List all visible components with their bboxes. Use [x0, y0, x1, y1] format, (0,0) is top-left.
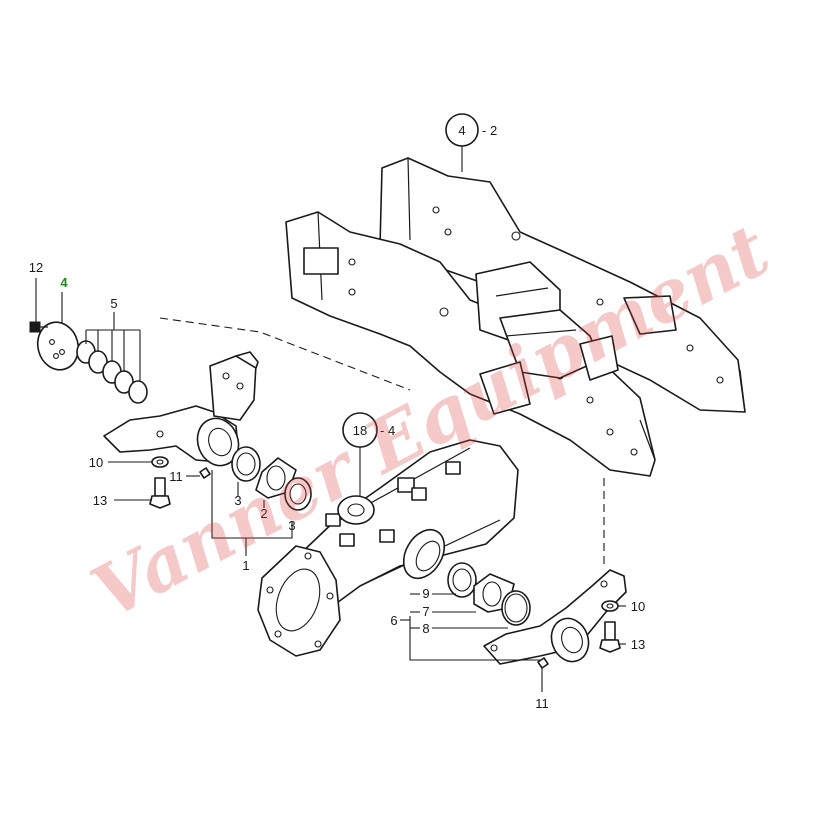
label-4-highlight: 4 [60, 275, 68, 290]
frame-rail-front [285, 211, 656, 477]
grease-fitting-11-left [199, 467, 211, 479]
label-12: 12 [29, 260, 43, 275]
label-10-left: 10 [89, 455, 103, 470]
o-ring-right [501, 590, 531, 626]
frame-cross-member [475, 261, 677, 415]
washer-10-right [601, 600, 619, 612]
label-6: 6 [390, 613, 397, 628]
label-13-right: 13 [631, 637, 645, 652]
seal-ring-right-inner [447, 562, 477, 598]
label-9: 9 [422, 586, 429, 601]
leader-lines [35, 146, 626, 692]
assembly-guide-lines [159, 317, 605, 568]
part-labels: 12 4 5 10 11 13 3 2 3 1 9 6 7 8 10 13 11 [29, 260, 645, 711]
svg-text:4: 4 [458, 123, 465, 138]
label-8: 8 [422, 621, 429, 636]
callout-18-4: 18 - 4 [342, 412, 395, 448]
axle-housing [297, 439, 519, 609]
cap-screw-12 [29, 321, 48, 333]
label-1: 1 [242, 558, 249, 573]
washer-10-left [151, 456, 169, 468]
label-3-left-a: 3 [234, 493, 241, 508]
axle-flange [257, 545, 341, 657]
label-10-right: 10 [631, 599, 645, 614]
grease-fitting-11-right [537, 657, 549, 669]
label-3-left-b: 3 [288, 518, 295, 533]
cover-plate [36, 321, 80, 371]
label-7: 7 [422, 604, 429, 619]
svg-text:- 2: - 2 [482, 123, 497, 138]
axle-pivot-boss [337, 495, 375, 525]
seal-ring-left-outer [284, 477, 312, 511]
bolt-13-right [599, 621, 621, 653]
svg-text:18: 18 [353, 423, 367, 438]
label-5: 5 [110, 296, 117, 311]
svg-text:- 4: - 4 [380, 423, 395, 438]
label-11-left: 11 [169, 469, 183, 484]
label-11-right: 11 [535, 696, 549, 711]
label-13-left: 13 [93, 493, 107, 508]
steering-knuckle-left [103, 351, 259, 467]
label-2: 2 [260, 506, 267, 521]
steering-knuckle-right [483, 569, 627, 665]
seal-ring-left-inner [231, 446, 261, 482]
bolt-13-left [149, 477, 171, 509]
callout-4-2: 4 - 2 [445, 113, 497, 147]
